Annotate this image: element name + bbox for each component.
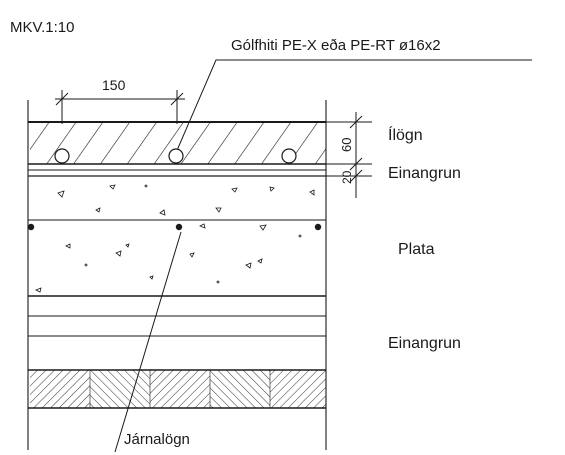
rebar-leader-line — [114, 231, 182, 453]
scale-label: MKV.1:10 — [10, 19, 75, 36]
screed-thickness-value: 60 — [339, 138, 354, 152]
rebar-callout-label: Járnalögn — [124, 431, 190, 448]
layer-label: Einangrun — [388, 335, 461, 352]
wood-layer — [28, 369, 326, 409]
heating-pipe — [281, 148, 297, 164]
pipe-spacing-value: 150 — [102, 77, 126, 93]
rebar-point — [27, 223, 35, 231]
concrete-slab-layer — [27, 184, 326, 297]
thickness-dimension: 60 20 — [326, 112, 372, 198]
rebar-point — [314, 223, 322, 231]
heating-pipe — [54, 148, 70, 164]
insulation-thickness-value: 20 — [340, 170, 354, 184]
pipe-spacing-dimension: 150 — [55, 77, 185, 124]
layer-label: Plata — [398, 241, 435, 258]
thin-insulation-layer — [28, 169, 326, 177]
layer-label: Ílögn — [388, 125, 423, 144]
heating-pipe — [168, 148, 184, 164]
rebar-points — [27, 223, 322, 231]
aggregate-marks — [35, 184, 315, 293]
layer-label: Einangrun — [388, 165, 461, 182]
rebar-point — [175, 223, 183, 231]
bottom-insulation-layer — [28, 315, 326, 337]
heating-pipes — [54, 148, 297, 164]
pipe-callout-label: Gólfhiti PE-X eða PE-RT ø16x2 — [231, 37, 441, 54]
